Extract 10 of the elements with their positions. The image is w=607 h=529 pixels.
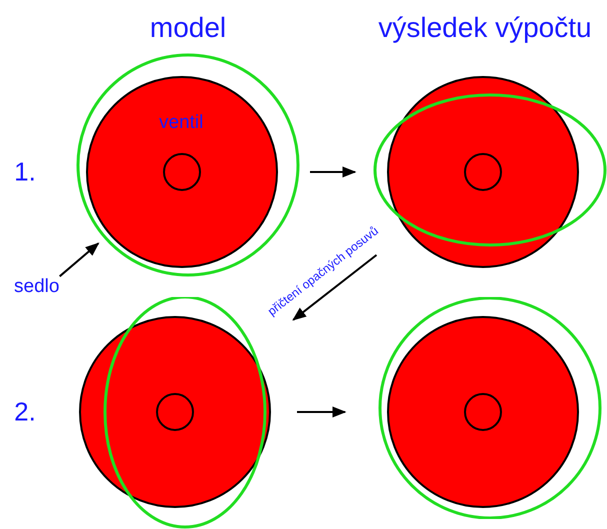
arrow [310,166,356,178]
row-number: 2. [14,396,36,428]
part-label: sedlo [14,276,60,297]
arrow [292,254,378,321]
leader-line [59,242,100,278]
column-heading: model [150,12,226,44]
part-label: ventil [159,112,204,134]
column-heading: výsledek výpočtu [378,12,592,44]
row-number: 1. [14,156,36,188]
arrow [297,406,346,418]
